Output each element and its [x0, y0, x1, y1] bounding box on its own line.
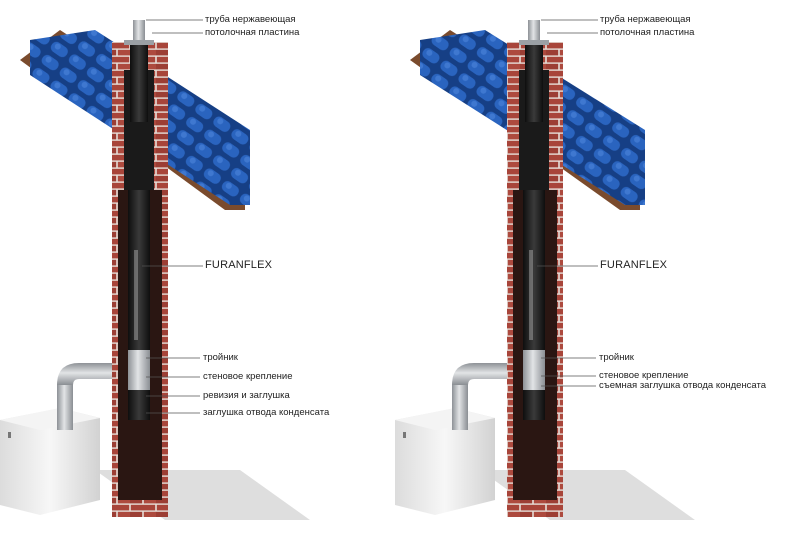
- leader-lines: [537, 19, 598, 387]
- label-condensate-cap-right: съемная заглушка отвода конденсата: [599, 380, 767, 391]
- label-tee-left: тройник: [203, 352, 238, 363]
- right-diagram: [395, 19, 695, 520]
- label-pipe-left: труба нержавеющая: [205, 14, 296, 25]
- label-liner-right: FURANFLEX: [600, 259, 668, 271]
- connector-pipe: [452, 363, 524, 430]
- label-tee-right: тройник: [599, 352, 634, 363]
- label-pipe-right: труба нержавеющая: [600, 14, 691, 25]
- label-revision-left: ревизия и заглушка: [203, 390, 290, 401]
- chimney: [507, 20, 563, 517]
- label-liner-left: FURANFLEX: [205, 259, 273, 271]
- label-wall-bracket-left: стеновое крепление: [203, 371, 293, 382]
- leader-lines: [142, 19, 203, 414]
- boiler: [0, 408, 100, 515]
- left-diagram: [0, 19, 310, 520]
- chimney: [112, 20, 168, 517]
- label-ceiling-plate-right: потолочная пластина: [600, 27, 695, 38]
- boiler: [395, 408, 495, 515]
- label-condensate-cap-left: заглушка отвода конденсата: [203, 407, 330, 418]
- label-ceiling-plate-left: потолочная пластина: [205, 27, 300, 38]
- label-wall-bracket-right: стеновое крепление: [599, 370, 689, 381]
